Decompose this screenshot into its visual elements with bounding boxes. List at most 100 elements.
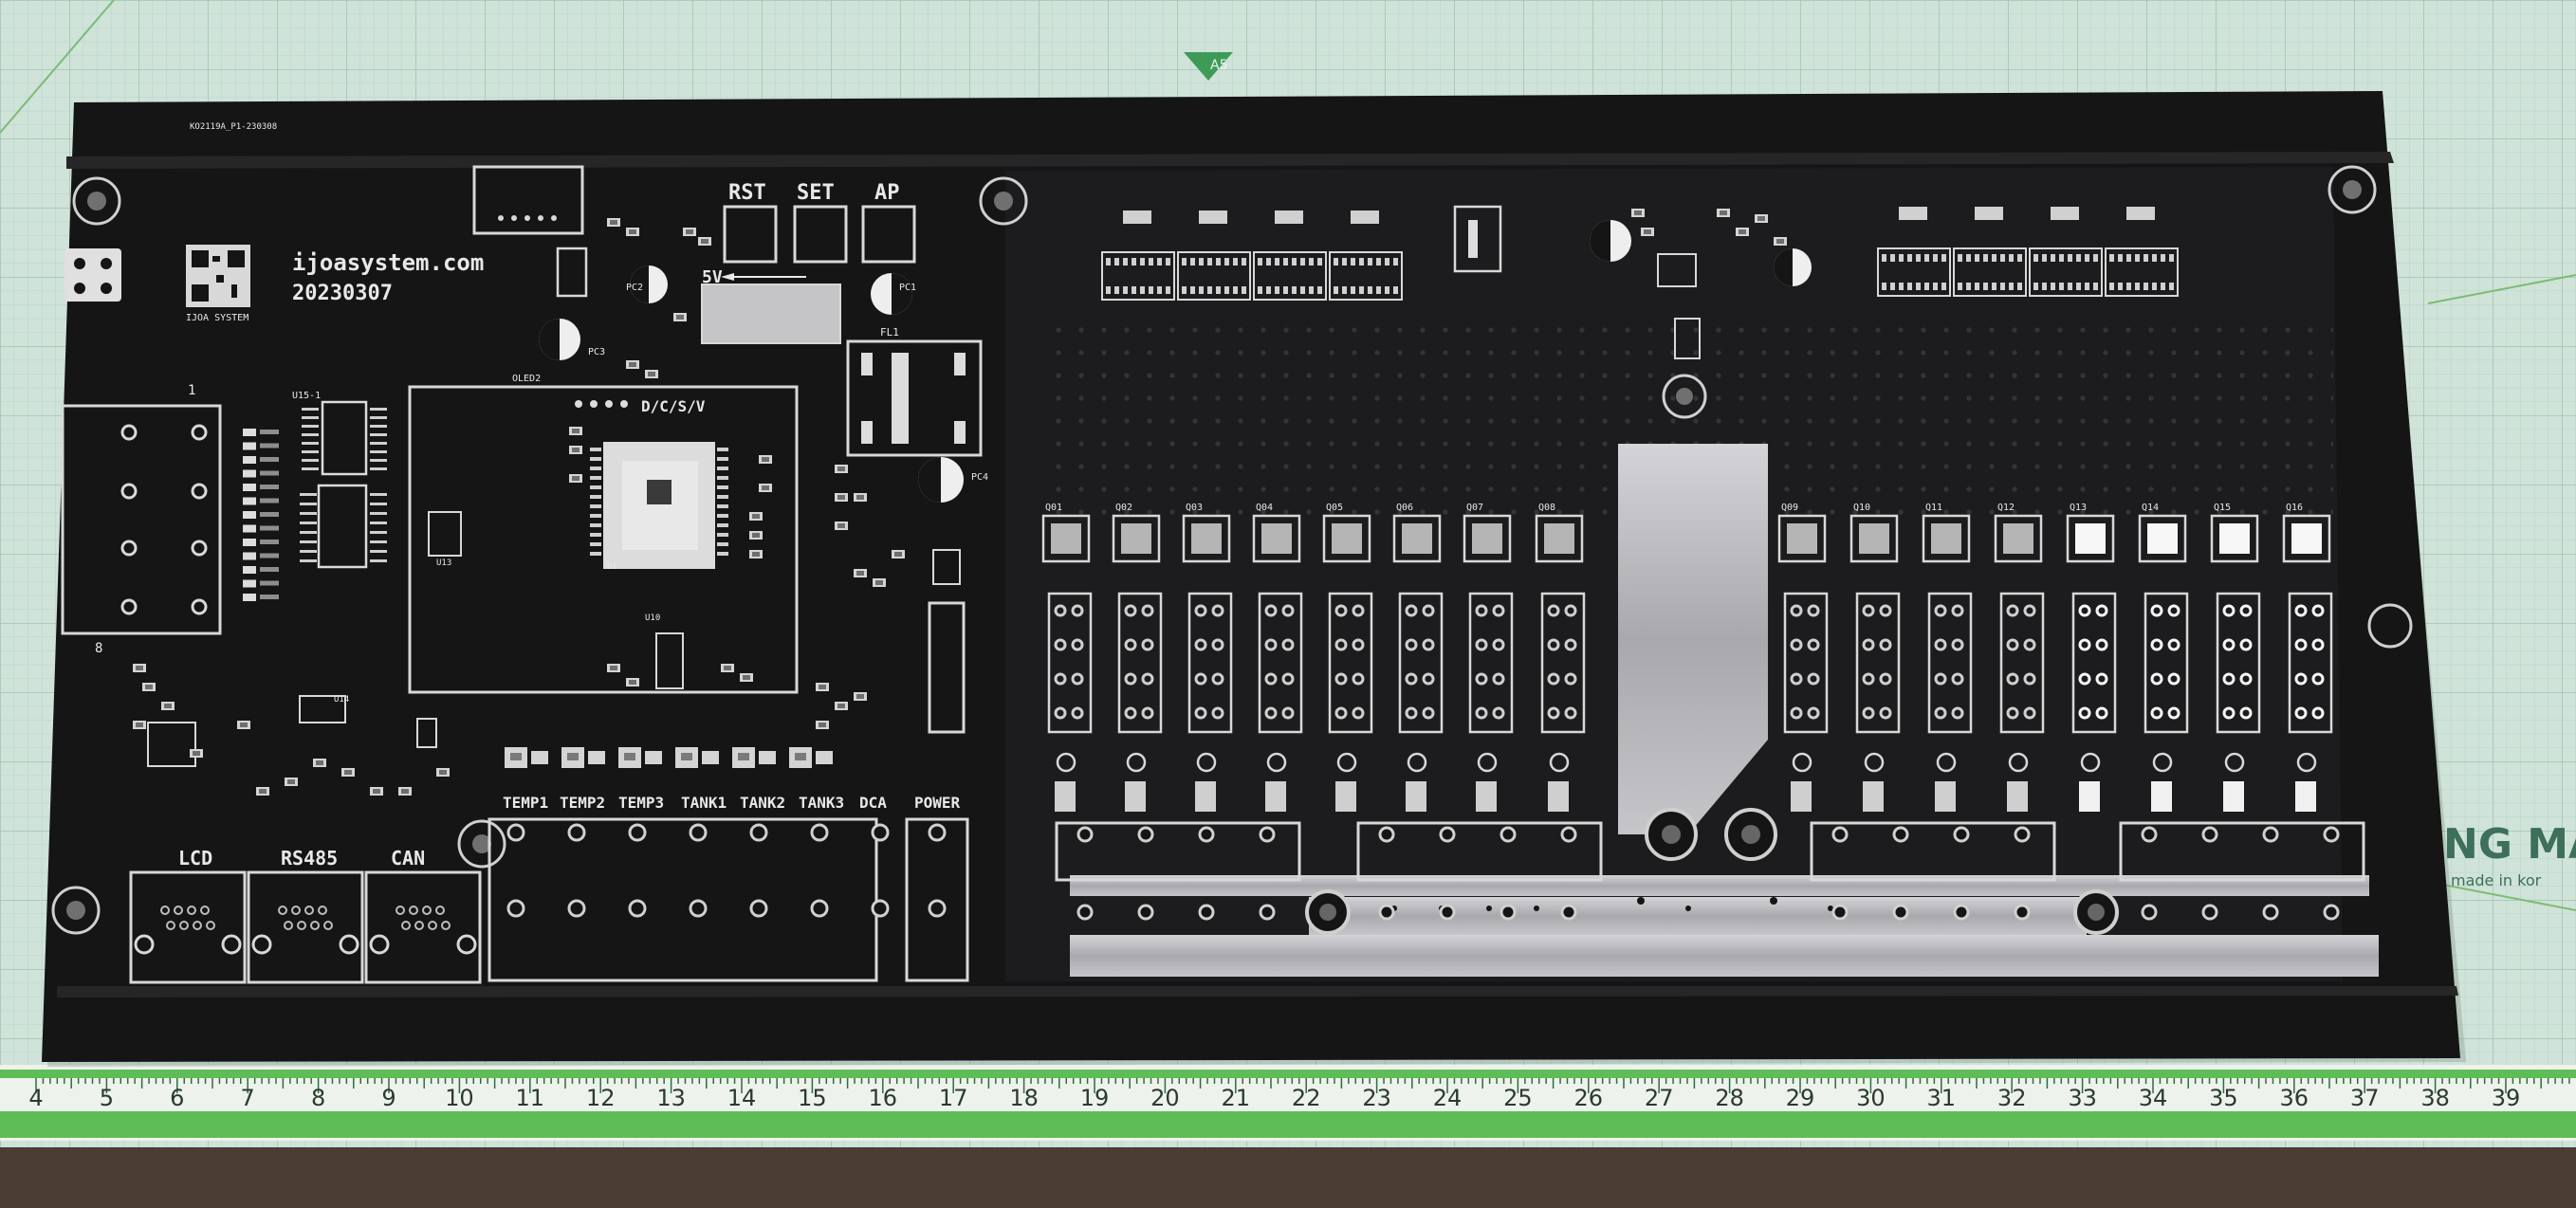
ruler-number: 26 bbox=[1574, 1085, 1604, 1111]
ruler-number: 37 bbox=[2350, 1085, 2380, 1111]
resistor-array bbox=[243, 429, 279, 601]
ruler-number: 22 bbox=[1292, 1085, 1321, 1111]
ruler-number: 34 bbox=[2139, 1085, 2168, 1111]
part-code: KO2119A_P1-230308 bbox=[190, 122, 277, 132]
mosfet-label: Q01 bbox=[1045, 503, 1062, 513]
ruler-number: 36 bbox=[2280, 1085, 2309, 1111]
tinned-bus-bar-top bbox=[1070, 875, 2369, 896]
terminal-label: TANK1 bbox=[681, 794, 727, 812]
ruler-number: 39 bbox=[2492, 1085, 2521, 1111]
mosfet-label: Q08 bbox=[1538, 503, 1555, 513]
terminal-label: TANK3 bbox=[799, 794, 844, 812]
ruler-number: 11 bbox=[516, 1085, 545, 1111]
output-terminals bbox=[1055, 821, 2365, 935]
oled-outline bbox=[408, 385, 799, 694]
ruler-number: 15 bbox=[798, 1085, 827, 1111]
connector-label-can: CAN bbox=[391, 847, 425, 869]
mosfet-label: Q05 bbox=[1326, 503, 1343, 513]
mounting-holes bbox=[51, 165, 2413, 935]
ruler-number: 21 bbox=[1222, 1085, 1251, 1111]
terminal-block bbox=[488, 817, 878, 982]
ruler-ticks bbox=[35, 1078, 2570, 1093]
board-date: 20230307 bbox=[292, 282, 393, 305]
ruler-number: 29 bbox=[1786, 1085, 1815, 1111]
mosfet-label: Q09 bbox=[1781, 503, 1798, 513]
ruler-number: 9 bbox=[381, 1085, 396, 1111]
connector-label-lcd: LCD bbox=[178, 847, 212, 869]
ic-label-u13: U13 bbox=[436, 558, 451, 568]
ruler-number: 24 bbox=[1433, 1085, 1463, 1111]
mosfet-label: Q04 bbox=[1256, 503, 1273, 513]
ruler-number: 5 bbox=[100, 1085, 114, 1111]
pc-label-2: PC2 bbox=[626, 283, 643, 293]
ruler-number: 18 bbox=[1009, 1085, 1039, 1111]
mosfet-label: Q11 bbox=[1925, 503, 1942, 513]
button-label-rst: RST bbox=[728, 181, 766, 205]
ruler-number: 12 bbox=[586, 1085, 616, 1111]
button-label-set: SET bbox=[797, 181, 835, 205]
terminal-label: TEMP3 bbox=[618, 794, 664, 812]
oled-label: OLED2 bbox=[512, 374, 541, 384]
wooden-table bbox=[0, 1147, 2576, 1208]
mosfet-label: Q10 bbox=[1853, 503, 1870, 513]
terminal-label: TANK2 bbox=[740, 794, 785, 812]
ruler-number: 25 bbox=[1503, 1085, 1533, 1111]
tinned-heatsink-strip bbox=[1618, 444, 1768, 834]
ruler-number: 32 bbox=[1997, 1085, 2027, 1111]
ruler-number: 23 bbox=[1362, 1085, 1391, 1111]
ic-label-u1: U1 bbox=[607, 562, 617, 572]
electrolytic-caps bbox=[539, 220, 1812, 503]
filter-fl1 bbox=[846, 339, 983, 457]
ruler-number: 19 bbox=[1080, 1085, 1110, 1111]
ruler-number: 10 bbox=[445, 1085, 474, 1111]
ic-u15-a bbox=[321, 400, 368, 476]
mosfet-label: Q12 bbox=[1997, 503, 2015, 513]
logo-caption: IJOA SYSTEM bbox=[186, 313, 248, 323]
ruler-number: 4 bbox=[28, 1085, 43, 1111]
ruler-numbers: 4 5 6 7 8 9 10 11 12 13 14 15 16 17 18 19 20 21 22 23 24 25 26… bbox=[28, 1085, 2520, 1111]
mosfet-label: Q02 bbox=[1115, 503, 1132, 513]
ruler-number: 35 bbox=[2209, 1085, 2238, 1111]
terminal-label: POWER bbox=[914, 794, 961, 812]
mosfet-label: Q07 bbox=[1466, 503, 1483, 513]
power-terminal bbox=[905, 817, 969, 982]
mosfet-label: Q13 bbox=[2070, 503, 2087, 513]
button-label-ap: AP bbox=[874, 181, 900, 205]
ruler-number: 8 bbox=[311, 1085, 325, 1111]
ruler-number: 17 bbox=[939, 1085, 968, 1111]
ic-label-u10: U10 bbox=[645, 613, 660, 623]
brand-text: NG MA bbox=[2443, 820, 2576, 869]
ruler-number: 16 bbox=[869, 1085, 898, 1111]
ruler-number: 13 bbox=[656, 1085, 686, 1111]
terminal-label: TEMP1 bbox=[503, 794, 548, 812]
ic-u15-b bbox=[317, 484, 368, 569]
fl-label: FL1 bbox=[880, 326, 899, 339]
ruler-number: 31 bbox=[1927, 1085, 1957, 1111]
pc-label-1: PC1 bbox=[899, 283, 916, 293]
pc-label-3: PC3 bbox=[588, 347, 605, 357]
mosfet-label: Q15 bbox=[2214, 503, 2231, 513]
ruler-number: 7 bbox=[241, 1085, 255, 1111]
tact-switches: RST SET AP bbox=[723, 181, 916, 264]
ruler-number: 33 bbox=[2068, 1085, 2097, 1111]
mosfet-label: Q14 bbox=[2142, 503, 2159, 513]
dcsv-label: D/C/S/V bbox=[641, 397, 706, 415]
mosfet-label: Q06 bbox=[1396, 503, 1413, 513]
ruler-number: 14 bbox=[727, 1085, 757, 1111]
brand-subtext: made in kor bbox=[2451, 871, 2542, 889]
ruler-number: 6 bbox=[170, 1085, 184, 1111]
connector-labels: LCD RS485 CAN bbox=[178, 847, 425, 869]
left-header-label-1: 1 bbox=[188, 383, 195, 398]
terminal-label: DCA bbox=[859, 794, 887, 812]
ruler-number: 28 bbox=[1715, 1085, 1744, 1111]
left-header-label-8: 8 bbox=[95, 641, 102, 656]
company-url: ijoasystem.com bbox=[292, 249, 484, 276]
pc-label-4: PC4 bbox=[971, 472, 988, 483]
rj-connectors bbox=[129, 870, 482, 984]
ruler-number: 20 bbox=[1150, 1085, 1180, 1111]
mosfet-label: Q16 bbox=[2286, 503, 2303, 513]
top-marker: A5 bbox=[1210, 58, 1227, 73]
